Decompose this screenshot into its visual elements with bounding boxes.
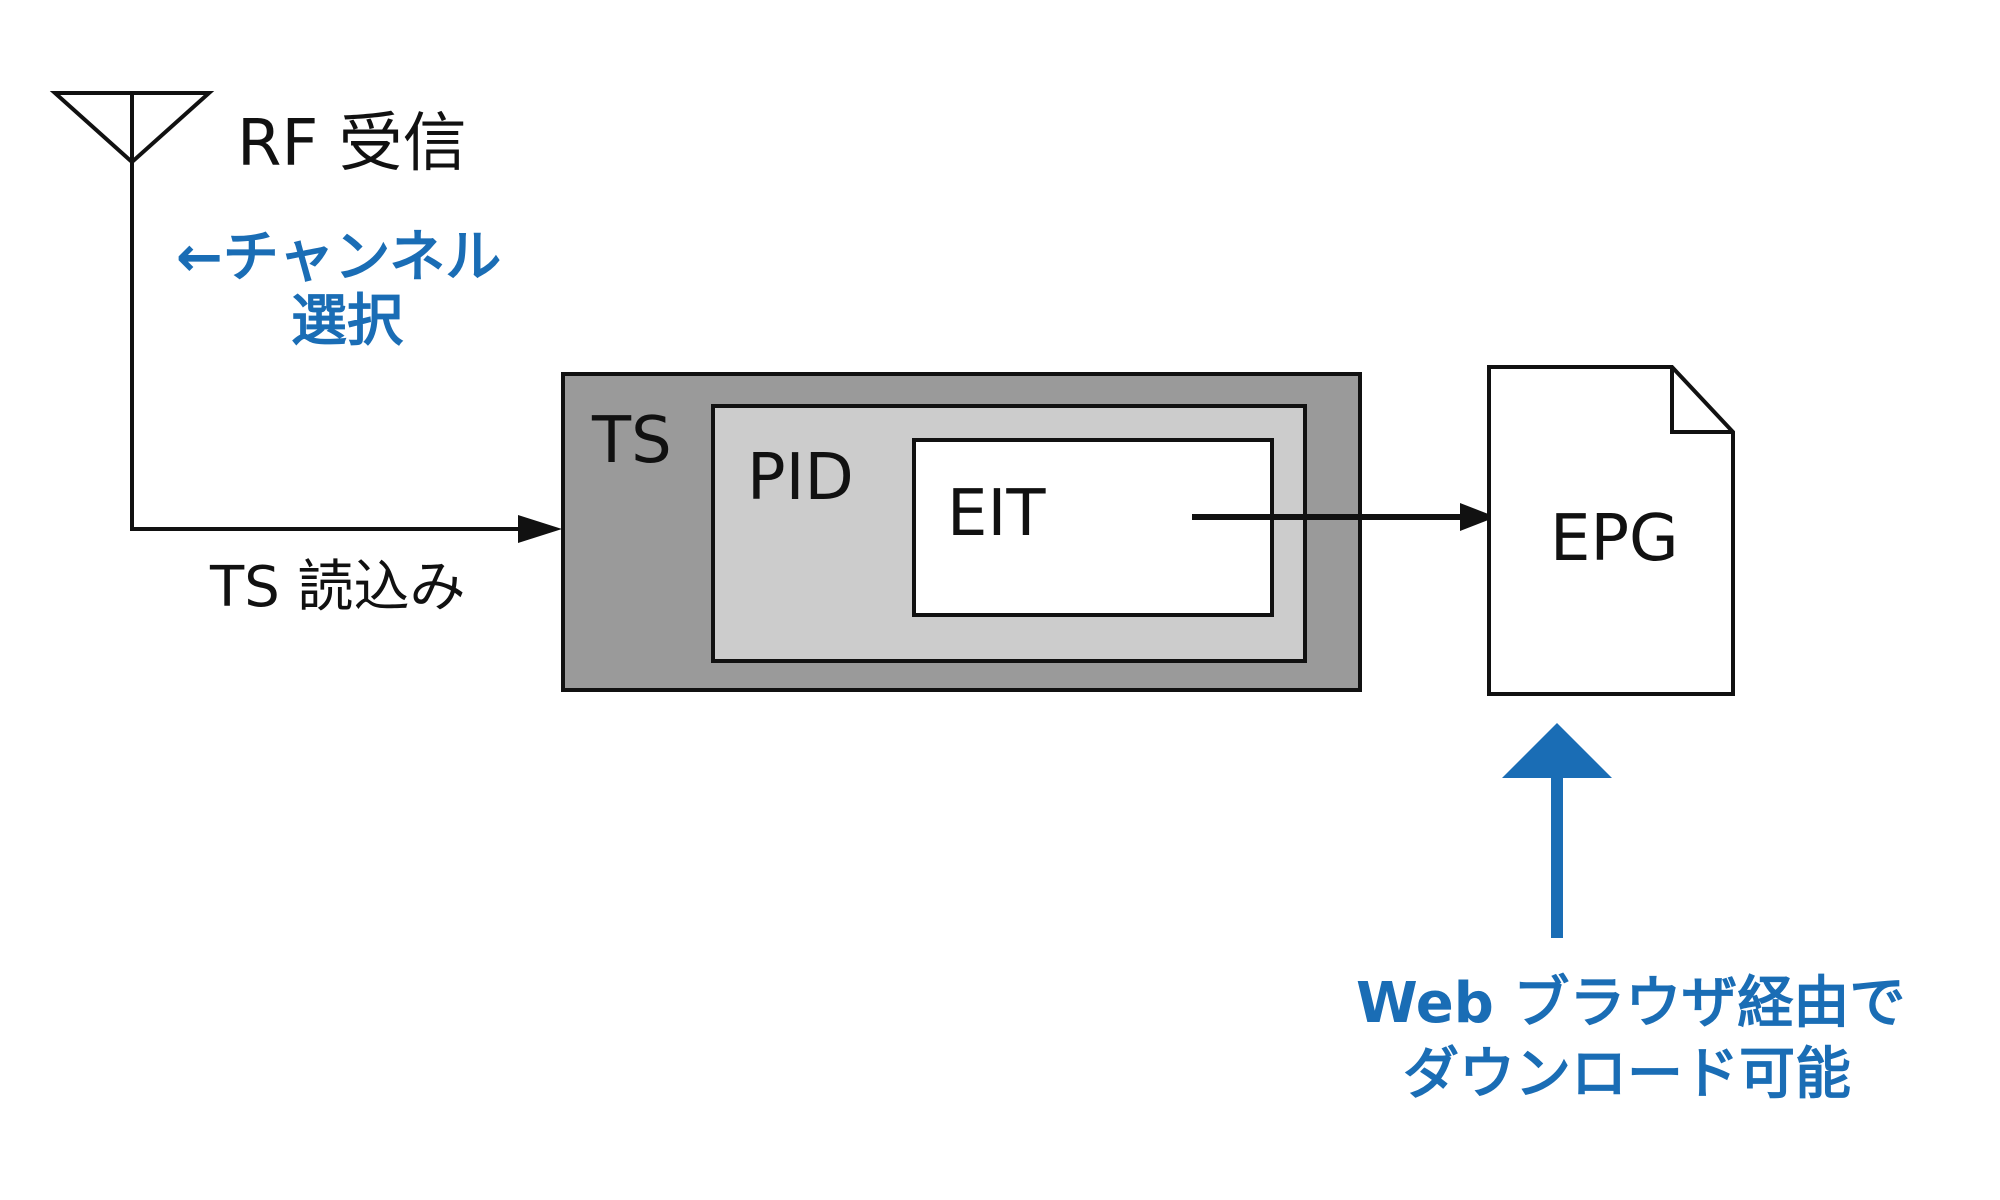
channel-select-label-line2: 選択 (291, 289, 403, 354)
web-download-label-line1: Web ブラウザ経由で (1356, 971, 1906, 1036)
web-download-label-line2: ダウンロード可能 (1403, 1042, 1851, 1107)
eit-to-epg-arrowhead (1460, 503, 1496, 531)
epg-label: EPG (1550, 502, 1679, 576)
ts-box-label: TS (592, 404, 672, 478)
antenna-icon (49, 91, 215, 165)
rf-receive-label: RF 受信 (237, 107, 467, 181)
ts-read-arrowhead (518, 515, 562, 543)
eit-box-label: EIT (947, 477, 1046, 551)
ts-read-label: TS 読込み (210, 555, 466, 620)
channel-select-label-line1: ←チャンネル (176, 225, 502, 290)
web-download-arrow (1502, 723, 1612, 938)
pid-box-label: PID (747, 441, 854, 515)
ts-read-connector (130, 162, 520, 531)
document-icon (1487, 365, 1735, 696)
eit-box (912, 438, 1274, 617)
